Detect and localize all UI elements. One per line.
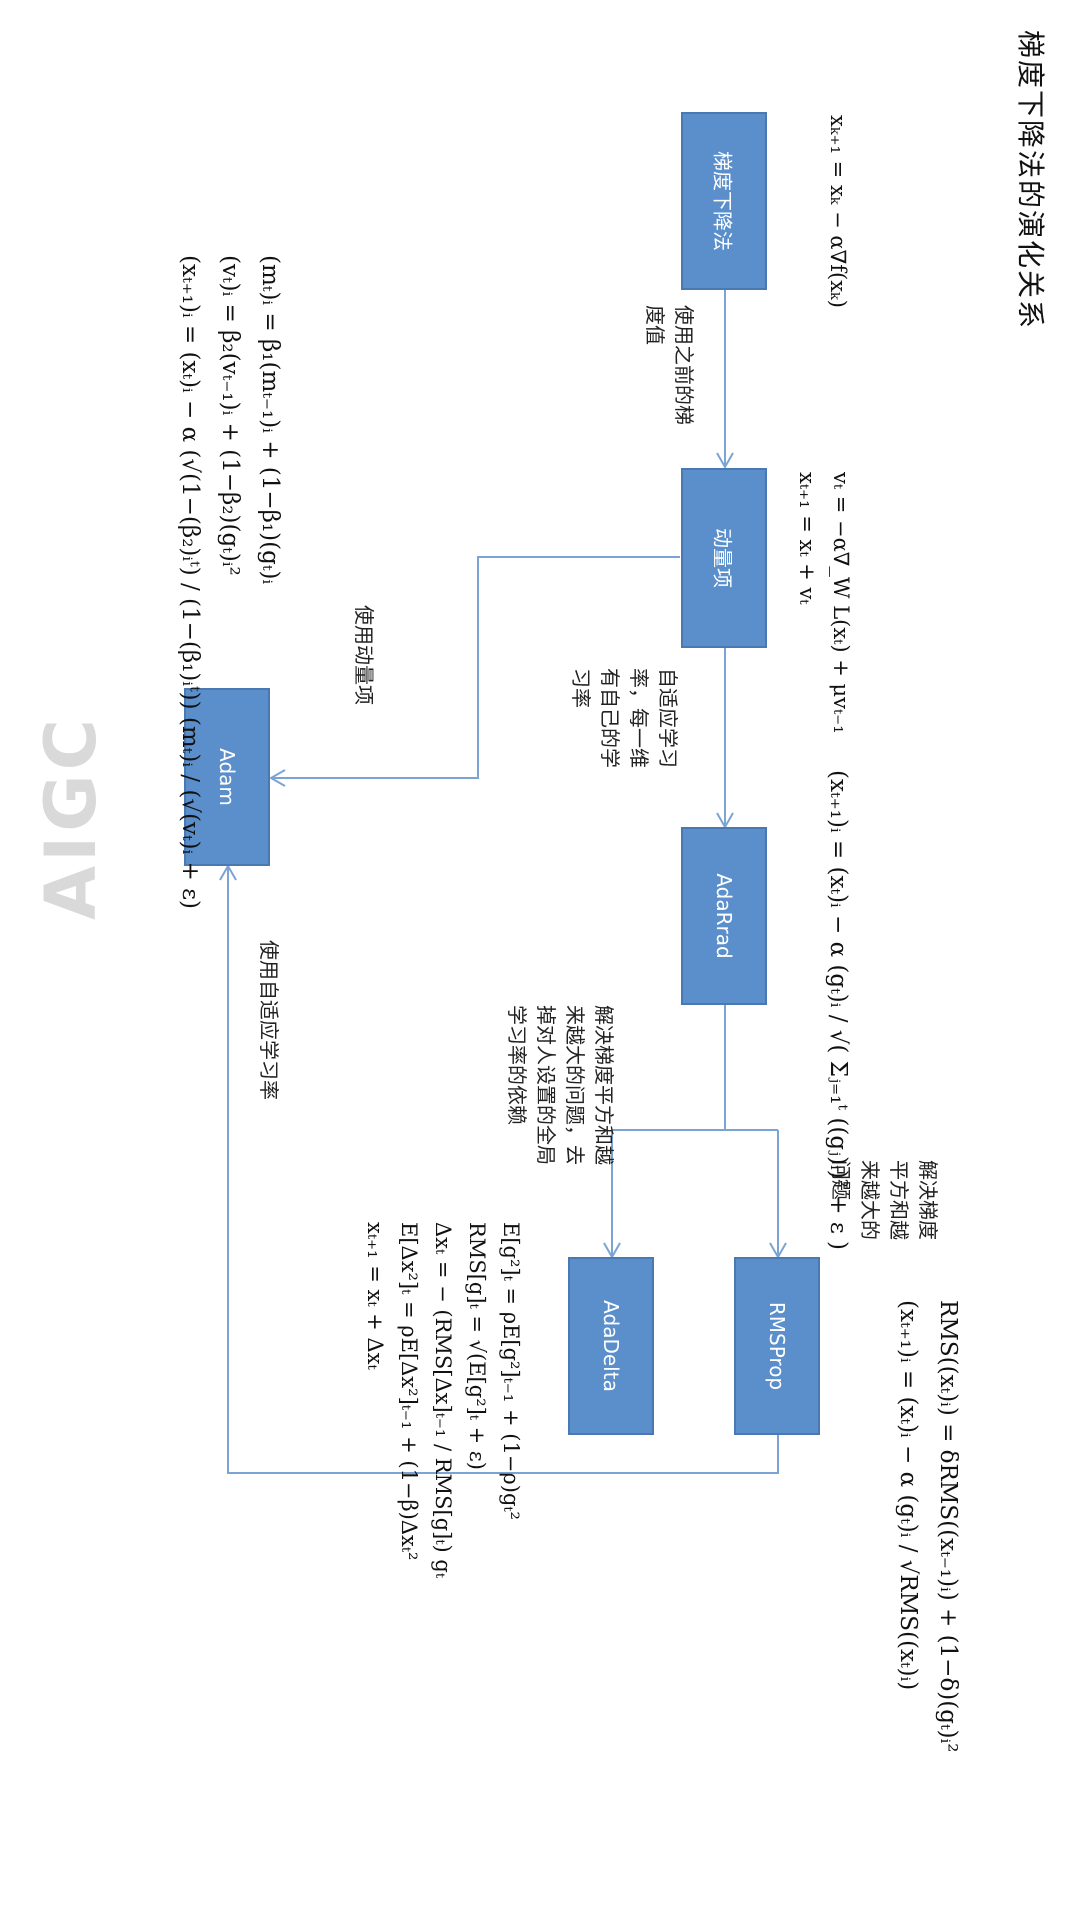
- node-adagrad: AdaRrad: [681, 827, 767, 1005]
- equation-adagrad: (xₜ₊₁)ᵢ = (xₜ)ᵢ − α (gₜ)ᵢ / √( Σⱼ₌₁ᵗ ((g…: [825, 770, 851, 1251]
- arrowhead-gd-momentum: [716, 452, 734, 470]
- edge-label-momentum-adam: 使用动量项: [352, 605, 376, 705]
- node-adagrad-label: AdaRrad: [712, 873, 736, 959]
- edge-label-momentum-adagrad: 自适应学习 率，每一维 有自己的学 习率: [569, 668, 680, 768]
- edge-label-adagrad-adadelta: 解决梯度平方和越 来越大的问题，去 掉对人设置的全局 学习率的依赖: [505, 1005, 616, 1165]
- node-gradient-descent-label: 梯度下降法: [710, 151, 735, 251]
- arrowhead-rmsprop-adam: [219, 863, 237, 881]
- watermark-logo: AIGC: [30, 714, 112, 920]
- node-momentum: 动量项: [681, 468, 767, 648]
- edge-momentum-adam: [272, 556, 680, 779]
- edge-label-gd-momentum: 使用之前的梯 度值: [643, 305, 696, 425]
- edge-rmsprop-adam: [227, 868, 779, 1474]
- equation-gradient-descent: xₖ₊₁ = xₖ − α∇f(xₖ): [826, 115, 850, 308]
- arrowhead-momentum-adam: [268, 769, 286, 787]
- node-gradient-descent: 梯度下降法: [681, 112, 767, 290]
- node-adam: Adam: [184, 688, 270, 866]
- equation-momentum: vₜ = −α∇_W L(xₜ) + μvₜ₋₁ xₜ₊₁ = xₜ + vₜ: [795, 472, 853, 734]
- equation-adadelta: E[g²]ₜ = ρE[g²]ₜ₋₁ + (1−ρ)gₜ² RMS[g]ₜ = …: [363, 1222, 523, 1578]
- node-adadelta-label: AdaDelta: [599, 1300, 623, 1392]
- node-momentum-label: 动量项: [710, 528, 735, 588]
- diagram-title: 梯度下降法的演化关系: [1014, 30, 1047, 331]
- equation-rmsprop: RMS((xₜ)ᵢ) = δRMS((xₜ₋₁)ᵢ) + (1−δ)(gₜ)ᵢ²…: [895, 1300, 961, 1753]
- node-adadelta: AdaDelta: [568, 1257, 654, 1435]
- equation-adam: (mₜ)ᵢ = β₁(mₜ₋₁)ᵢ + (1−β₁)(gₜ)ᵢ (vₜ)ᵢ = …: [177, 255, 283, 910]
- node-rmsprop-label: RMSProp: [765, 1301, 789, 1391]
- edge-label-rmsprop-adam: 使用自适应学习率: [257, 940, 281, 1100]
- node-rmsprop: RMSProp: [734, 1257, 820, 1435]
